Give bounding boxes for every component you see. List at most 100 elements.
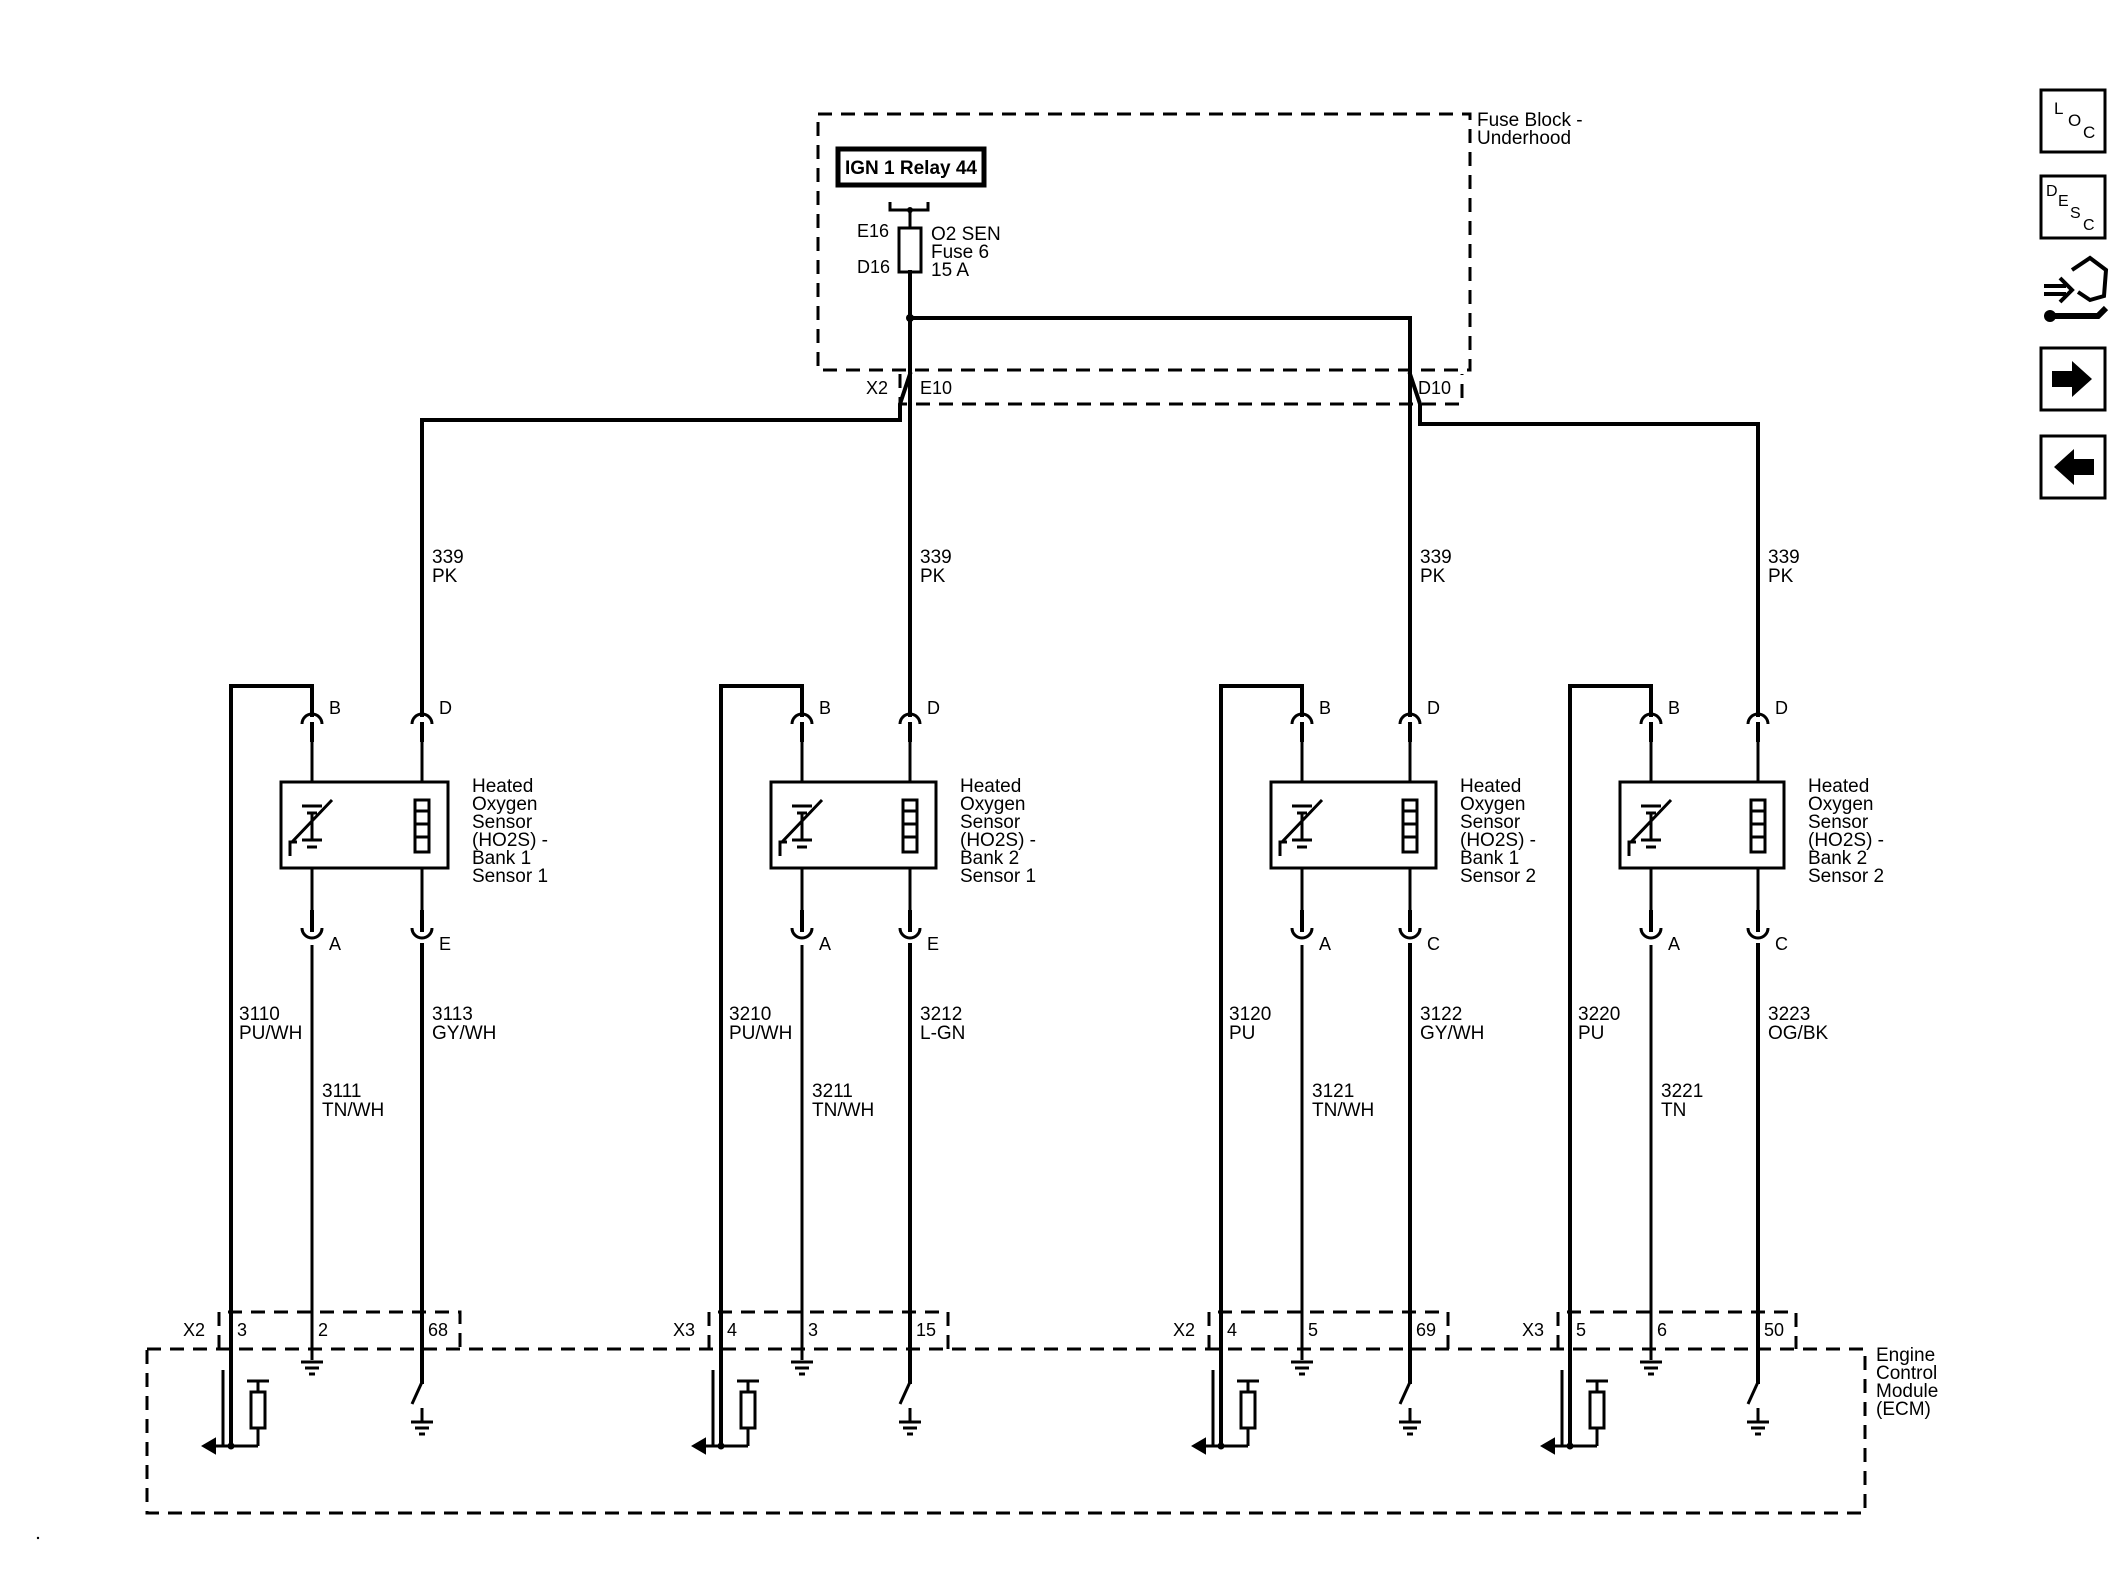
connector-tool-icon: [2044, 255, 2109, 322]
pin-label-heater-top: D: [1427, 698, 1440, 718]
heater-element-symbol: [1749, 798, 1767, 854]
fuse-pin-bottom: D16: [857, 257, 890, 277]
ecm-pin-signal-high: 4: [727, 1320, 737, 1340]
connector-pin-bottom: [1639, 927, 1663, 940]
ecm-pin-signal-high: 5: [1576, 1320, 1586, 1340]
fuse-rating: 15 A: [931, 260, 969, 281]
sensor-name-line: Sensor 2: [1808, 866, 1884, 887]
signal-high-circuit: 3220: [1578, 1004, 1620, 1025]
sensor-name-line: Sensor: [1808, 812, 1869, 833]
signal-high-color: PU/WH: [729, 1023, 792, 1044]
sensor-box: [279, 780, 450, 870]
next-page-button[interactable]: [2039, 346, 2107, 412]
sensor-name-line: Sensor 1: [960, 866, 1036, 887]
stray-mark: [36, 1536, 40, 1540]
connector-pin-top: [1746, 712, 1770, 725]
ecm-connector-label: X2: [1173, 1320, 1195, 1340]
ign1-relay-box: [835, 146, 987, 188]
ecm-ground-symbol: [1640, 1360, 1662, 1376]
ign1-relay-label: IGN 1 Relay 44: [845, 158, 977, 179]
fuse-name: O2 SEN: [931, 224, 1001, 245]
feed-circuit-color: PK: [920, 566, 946, 587]
ecm-pin-signal-low: 6: [1657, 1320, 1667, 1340]
pin-label-heater-top: D: [1775, 698, 1788, 718]
signal-low-color: TN: [1661, 1100, 1686, 1121]
signal-low-circuit: 3111: [322, 1081, 361, 1102]
ecm-pin-heater: 50: [1764, 1320, 1784, 1340]
sensor-name-line: Oxygen: [1460, 794, 1525, 815]
ecm-connector-label: X3: [1522, 1320, 1544, 1340]
sensor-name-line: Sensor 1: [472, 866, 548, 887]
signal-high-circuit: 3210: [729, 1004, 771, 1025]
signal-low-color: TN/WH: [1312, 1100, 1374, 1121]
sensing-element-symbol: [778, 798, 824, 856]
sensor-name-line: Heated: [960, 776, 1021, 797]
sensor-name-line: Bank 2: [960, 848, 1019, 869]
feed-circuit-color: PK: [432, 566, 458, 587]
feed-circuit-color: PK: [1768, 566, 1794, 587]
description-button[interactable]: D E S C: [2039, 174, 2107, 240]
sensor-name-line: Heated: [1808, 776, 1869, 797]
description-icon: D E S C: [2046, 183, 2095, 234]
fuse-block-title-2: Underhood: [1477, 128, 1571, 149]
ecm-name-line-4: (ECM): [1876, 1399, 1931, 1420]
pin-label-signal-bottom: A: [819, 934, 831, 954]
sensor-name-line: Bank 1: [1460, 848, 1519, 869]
connector-pin-top: [898, 712, 922, 725]
location-button[interactable]: L O C: [2039, 88, 2107, 154]
fuse-block-pin-e10: E10: [920, 378, 952, 398]
connector-pin-bottom: [410, 927, 434, 940]
sensor-name-line: (HO2S) -: [472, 830, 548, 851]
connector-pin-top: [790, 712, 814, 725]
connector-tool-button[interactable]: [2044, 255, 2109, 322]
ecm-connector-label: X3: [673, 1320, 695, 1340]
sensor-box: [1269, 780, 1438, 870]
ecm-ground-symbol: [791, 1360, 813, 1376]
ecm-pin-signal-high: 4: [1227, 1320, 1237, 1340]
ecm-bias-circuit: [1191, 1370, 1259, 1455]
pin-label-signal-bottom: A: [329, 934, 341, 954]
ecm-name-line-3: Module: [1876, 1381, 1938, 1402]
svg-text:C: C: [2083, 123, 2095, 142]
sensor-name-line: Heated: [472, 776, 533, 797]
sensing-element-symbol: [288, 798, 334, 856]
ecm-pin-heater: 68: [428, 1320, 448, 1340]
connector-pin-top: [1290, 712, 1314, 725]
sensor-name-line: (HO2S) -: [960, 830, 1036, 851]
pin-label-heater-bottom: C: [1427, 934, 1440, 954]
sensor-name-line: Bank 1: [472, 848, 531, 869]
ecm-pin-signal-low: 3: [808, 1320, 818, 1340]
ecm-bias-circuit: [201, 1370, 269, 1455]
pin-label-heater-bottom: C: [1775, 934, 1788, 954]
sensor-name-line: Bank 2: [1808, 848, 1867, 869]
connector-pin-bottom: [1398, 927, 1422, 940]
sensor-name-line: (HO2S) -: [1460, 830, 1536, 851]
ecm-pin-heater: 15: [916, 1320, 936, 1340]
ecm-connector-label: X2: [183, 1320, 205, 1340]
ecm-heater-driver-switch: [898, 1381, 921, 1436]
ecm-pin-signal-low: 5: [1308, 1320, 1318, 1340]
heater-circuit-color: GY/WH: [432, 1023, 496, 1044]
svg-text:O: O: [2068, 111, 2081, 130]
ecm-pin-signal-high: 3: [237, 1320, 247, 1340]
heater-circuit-number: 3113: [432, 1004, 473, 1025]
heater-element-symbol: [1401, 798, 1419, 854]
fuse-block-pin-d10: D10: [1418, 378, 1451, 398]
heater-circuit-color: GY/WH: [1420, 1023, 1484, 1044]
ecm-name-line-1: Engine: [1876, 1345, 1935, 1366]
feed-wires: [420, 371, 1760, 717]
connector-pin-bottom: [1746, 927, 1770, 940]
connector-pin-top: [410, 712, 434, 725]
pin-label-heater-bottom: E: [439, 934, 451, 954]
pin-label-signal-top: B: [1319, 698, 1331, 718]
location-icon: L O C: [2054, 99, 2095, 142]
fuse-block-underhood: Fuse Block - Underhood IGN 1 Relay 44 E1…: [816, 110, 1583, 406]
connector-pin-top: [300, 712, 324, 725]
pin-label-signal-top: B: [819, 698, 831, 718]
sensing-element-symbol: [1278, 798, 1324, 856]
signal-high-wire: [1568, 684, 1653, 1448]
previous-page-button[interactable]: [2039, 434, 2107, 500]
sensor-name-line: Sensor 2: [1460, 866, 1536, 887]
